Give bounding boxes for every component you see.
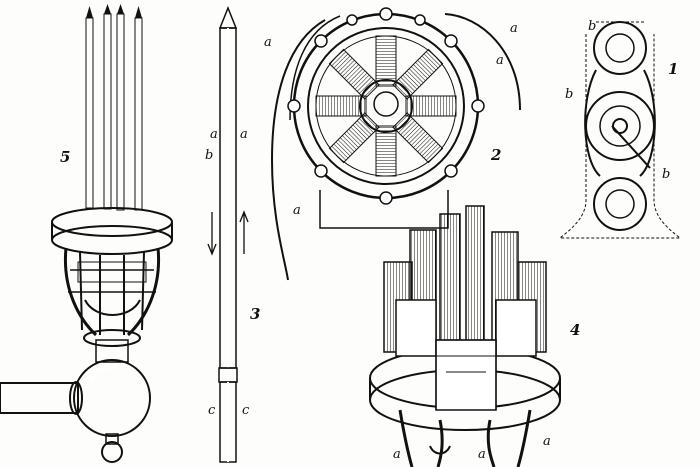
figure-2-drawing [270, 7, 521, 281]
fig5-pins [85, 4, 143, 211]
figure-4-number: 4 [570, 321, 581, 339]
fig1-label-b-right: b [662, 167, 671, 182]
figure-4-drawing [369, 205, 561, 467]
figure-2-number: 2 [491, 146, 502, 164]
fig1-label-b-top: b [588, 19, 597, 34]
figure-5-drawing [0, 4, 173, 463]
figure-1-drawing [558, 21, 682, 239]
fig4-label-a-center: a [478, 447, 486, 462]
fig3-label-c-right: c [242, 403, 250, 418]
fig2-label-a-top-left: a [264, 35, 272, 50]
fig2-label-a-bottom: a [293, 203, 301, 218]
fig1-label-b-left: b [565, 87, 574, 102]
fig2-label-a-right: a [496, 53, 504, 68]
figure-1-number: 1 [668, 60, 679, 78]
figure-3-number: 3 [250, 305, 261, 323]
fig3-label-a-right: a [240, 127, 248, 142]
fig3-label-c-left: c [208, 403, 216, 418]
fig4-label-a-left: a [393, 447, 401, 462]
fig2-label-a-top-right: a [510, 21, 518, 36]
fig3-label-b: b [205, 148, 214, 163]
fig3-label-a-left: a [210, 127, 218, 142]
fig4-label-a-right: a [543, 434, 551, 449]
figure-3-drawing [207, 5, 249, 463]
figure-5-number: 5 [60, 148, 71, 166]
